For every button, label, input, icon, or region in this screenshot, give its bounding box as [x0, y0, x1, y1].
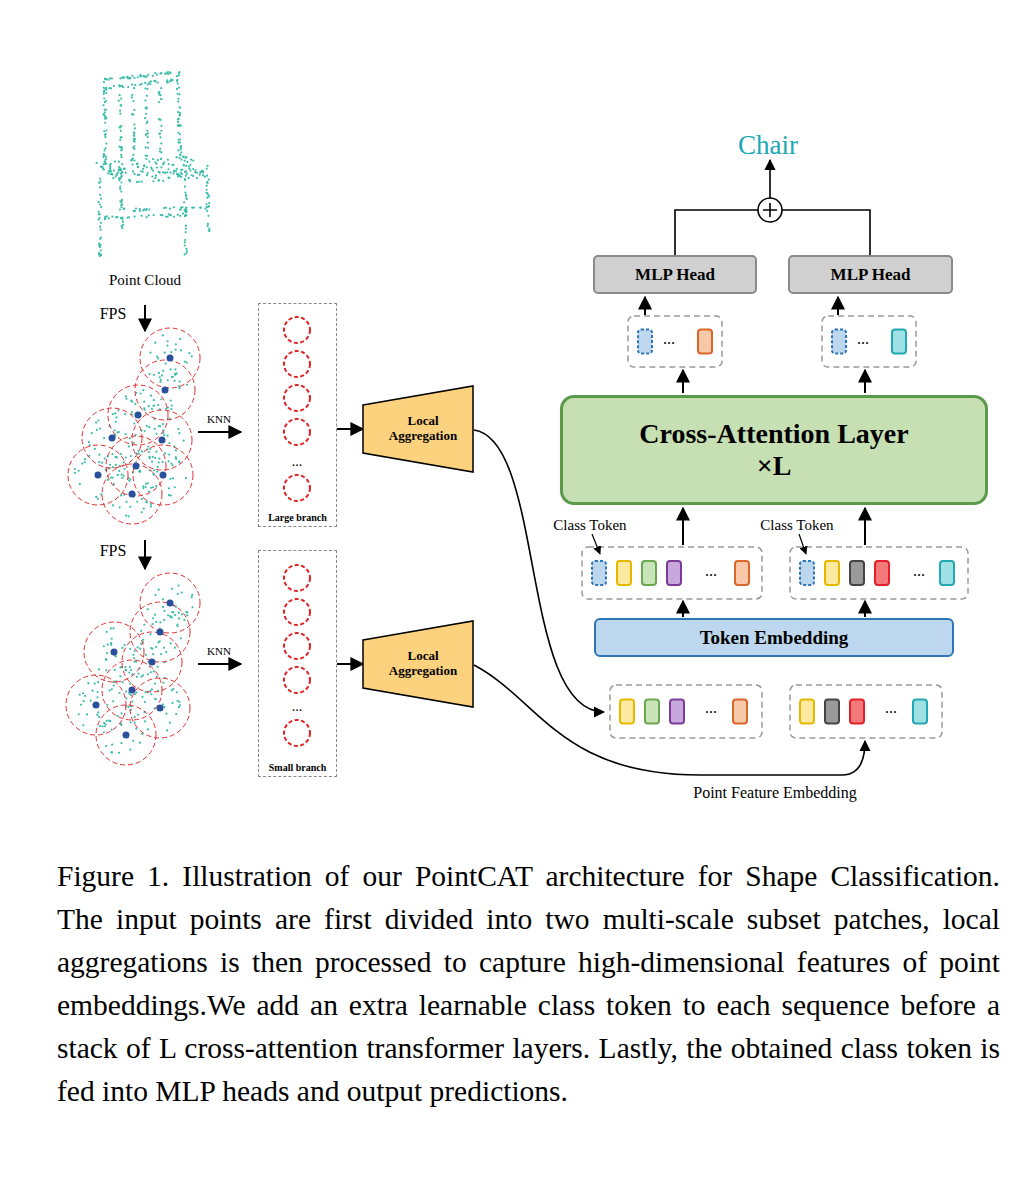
step-label: KNN: [207, 645, 231, 657]
leader-arrow: [592, 534, 600, 554]
fps-arrow: [144, 305, 146, 331]
fps-arrow: [144, 540, 146, 569]
up-arrow: [864, 370, 866, 393]
node-label: MLP Head: [831, 265, 911, 285]
ellipsis: ...: [705, 699, 717, 717]
sampled-cloud: [66, 573, 200, 765]
ellipsis: ...: [885, 699, 897, 717]
attention-box: Cross-Attention Layer ×L: [560, 395, 988, 505]
node-label: Small branch: [269, 762, 327, 774]
ellipsis: ...: [913, 562, 925, 580]
up-arrow: [864, 508, 866, 545]
sum-wire: [675, 210, 758, 255]
token-sequence: [790, 547, 968, 599]
chair-point-cloud: [96, 71, 211, 257]
sum-wire: [782, 210, 870, 255]
up-arrow: [864, 601, 866, 617]
up-arrow: [682, 370, 684, 393]
up-arrow: [837, 297, 839, 315]
output-class: Chair: [738, 130, 798, 161]
node-label: Local Aggregation: [381, 649, 465, 679]
aggregation-trapezoid: Local Aggregation: [362, 620, 474, 708]
sampled-cloud: [68, 328, 200, 524]
connector-arrow: [337, 428, 363, 430]
ellipsis: ...: [292, 454, 303, 470]
mlp-head-box: MLP Head: [593, 255, 757, 294]
connector-arrow: [337, 663, 363, 665]
figure-label: Point Feature Embedding: [693, 784, 857, 802]
ellipsis: ...: [663, 330, 675, 348]
output-arrow: [769, 160, 771, 198]
sum-symbol: [758, 198, 782, 222]
token-sequence: [790, 685, 942, 738]
token-sequence: [582, 547, 762, 599]
branch-box: Large branch: [258, 303, 337, 527]
token-sequence: [628, 316, 722, 367]
token-callout: Class Token: [553, 517, 626, 534]
node-label: MLP Head: [635, 265, 715, 285]
knn-arrow: [198, 431, 241, 433]
mlp-head-box: MLP Head: [788, 255, 953, 294]
ellipsis: ...: [705, 562, 717, 580]
token-callout: Class Token: [760, 517, 833, 534]
step-label: FPS: [100, 542, 127, 560]
patch-circles: [284, 317, 310, 501]
knn-arrow: [198, 663, 241, 665]
token-sequence: [610, 685, 762, 738]
ellipsis: ...: [292, 699, 303, 715]
leader-arrow: [799, 534, 806, 554]
feature-curve: [474, 665, 865, 775]
embedding-box: Token Embedding: [594, 618, 954, 657]
token-sequence: [822, 316, 916, 367]
node-label: Token Embedding: [700, 627, 849, 649]
ellipsis: ...: [857, 330, 869, 348]
up-arrow: [682, 601, 684, 617]
figure-label: Point Cloud: [109, 272, 181, 289]
step-label: FPS: [100, 305, 127, 323]
node-label: Local Aggregation: [381, 414, 465, 444]
node-label: Large branch: [268, 512, 327, 524]
aggregation-trapezoid: Local Aggregation: [362, 385, 474, 473]
up-arrow: [644, 297, 646, 315]
figure-caption: Figure 1. Illustration of our PointCAT a…: [57, 855, 1000, 1113]
patch-circles: [284, 565, 310, 746]
up-arrow: [682, 508, 684, 545]
step-label: KNN: [207, 413, 231, 425]
node-label: Cross-Attention Layer ×L: [624, 418, 924, 482]
branch-box: Small branch: [258, 550, 337, 777]
